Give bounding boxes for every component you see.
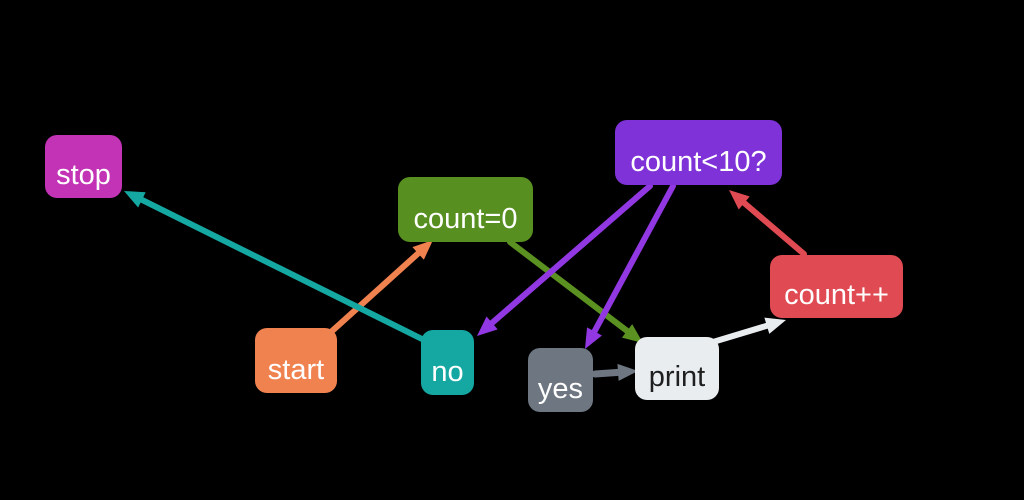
arrowhead-icon bbox=[477, 316, 498, 336]
edge-count-check-to-yes bbox=[585, 183, 676, 349]
node-stop[interactable]: stop bbox=[45, 135, 122, 198]
node-count-check-label: count<10? bbox=[630, 146, 767, 178]
edge-count-inc-to-count-check bbox=[729, 190, 807, 257]
node-start-label: start bbox=[267, 354, 325, 386]
edge-print-to-count-inc bbox=[710, 317, 786, 345]
edge-start-to-count-init bbox=[328, 240, 433, 335]
arrowhead-icon bbox=[617, 363, 638, 381]
node-start[interactable]: start bbox=[255, 328, 337, 393]
edge-count-check-to-no bbox=[477, 183, 653, 336]
arrowhead-icon bbox=[729, 190, 750, 210]
node-print-label: print bbox=[648, 361, 706, 393]
node-yes[interactable]: yes bbox=[528, 348, 593, 412]
node-count-inc[interactable]: count++ bbox=[770, 255, 903, 318]
node-yes-label: yes bbox=[537, 373, 584, 405]
arrowhead-icon bbox=[412, 240, 433, 260]
node-no[interactable]: no bbox=[421, 330, 474, 395]
arrowhead-icon bbox=[764, 317, 786, 334]
edge-yes-to-print bbox=[591, 363, 638, 381]
node-print[interactable]: print bbox=[635, 337, 719, 400]
node-stop-label: stop bbox=[56, 159, 111, 191]
edge-no-to-stop bbox=[124, 191, 429, 344]
node-count-init[interactable]: count=0 bbox=[398, 177, 533, 242]
arrowhead-icon bbox=[585, 327, 602, 349]
arrowhead-icon bbox=[621, 324, 643, 343]
node-count-check[interactable]: count<10? bbox=[615, 120, 782, 185]
node-count-init-label: count=0 bbox=[413, 203, 518, 235]
arrowhead-icon bbox=[124, 191, 146, 208]
node-count-inc-label: count++ bbox=[784, 279, 889, 311]
edge-count-init-to-print bbox=[507, 239, 643, 343]
node-no-label: no bbox=[431, 356, 464, 388]
